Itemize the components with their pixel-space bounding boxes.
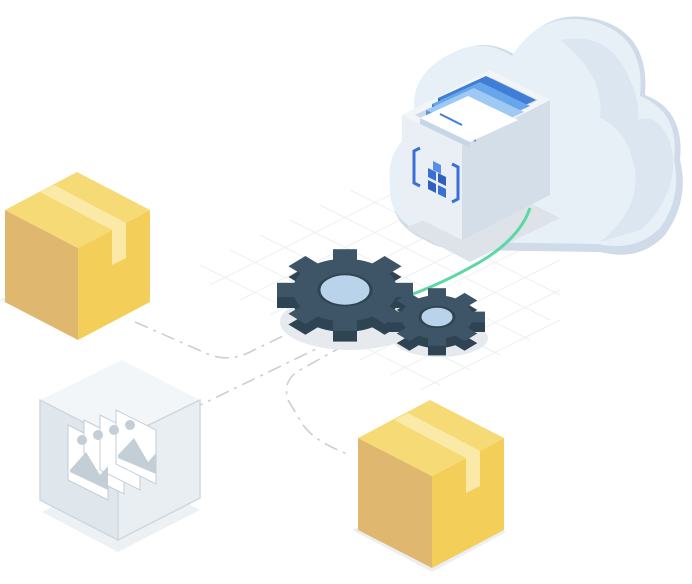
dashed-connectors <box>134 317 351 456</box>
package-box-icon <box>0 172 150 340</box>
artifact-registry-icon <box>412 146 460 204</box>
package-box-icon <box>352 400 506 572</box>
container-drawer <box>402 70 550 240</box>
image-stack-icon <box>39 360 201 552</box>
green-connector <box>401 207 532 300</box>
gear-icon <box>277 249 413 342</box>
gear-icon <box>389 288 485 356</box>
folder-stack <box>420 76 536 148</box>
